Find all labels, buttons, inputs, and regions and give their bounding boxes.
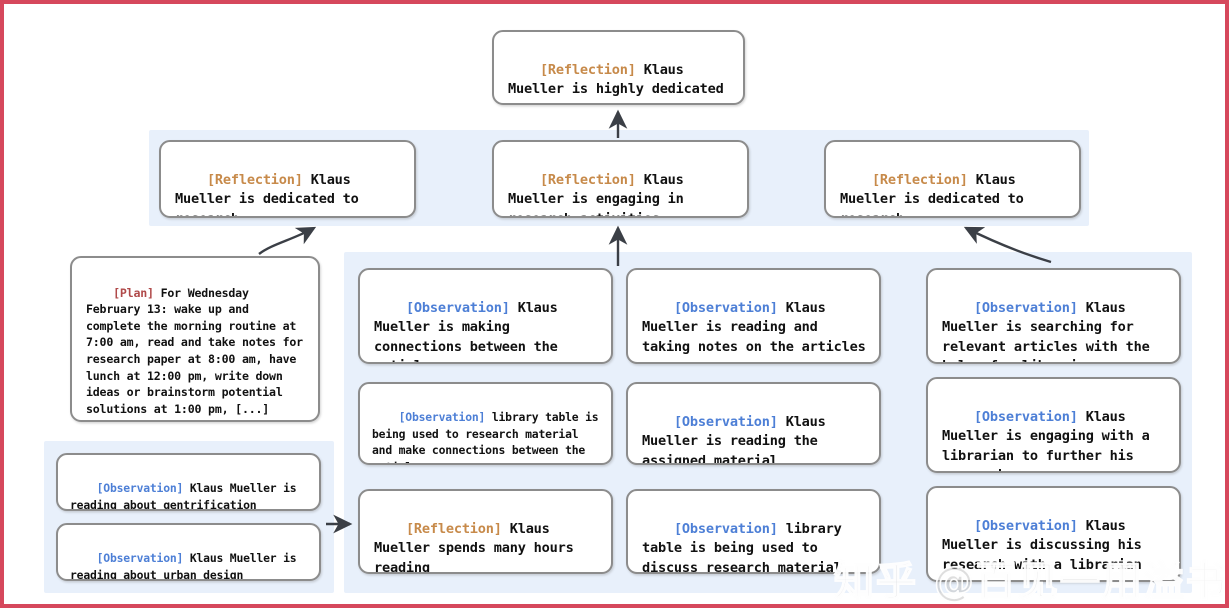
- node-text: library table is being used to discuss r…: [642, 520, 850, 574]
- tag-reflection: [Reflection]: [539, 61, 636, 78]
- tag-observation: [Observation]: [673, 413, 778, 430]
- node-text: Klaus Mueller is reading about gentrific…: [70, 481, 304, 511]
- node-text: Klaus Mueller is discussing his research…: [942, 517, 1150, 573]
- tag-observation: [Observation]: [96, 551, 184, 566]
- node-text: Klaus Mueller is searching for relevant …: [942, 299, 1150, 363]
- tag-observation: [Observation]: [398, 410, 486, 425]
- node-col2-observation-discuss-material[interactable]: [Observation] library table is being use…: [626, 489, 881, 574]
- node-text: Klaus Mueller spends many hours reading: [374, 520, 582, 574]
- node-root-reflection[interactable]: [Reflection] Klaus Mueller is highly ded…: [492, 30, 745, 105]
- tag-observation: [Observation]: [973, 299, 1078, 316]
- tag-reflection: [Reflection]: [871, 171, 968, 188]
- tag-reflection: [Reflection]: [539, 171, 636, 188]
- node-text: Klaus Mueller is reading the assigned ma…: [642, 413, 834, 465]
- node-text: Klaus Mueller is dedicated to research: [840, 171, 1024, 217]
- node-col2-observation-assigned-material[interactable]: [Observation] Klaus Mueller is reading t…: [626, 382, 881, 465]
- tag-reflection: [Reflection]: [206, 171, 303, 188]
- node-text: library table is being used to research …: [372, 410, 599, 463]
- node-observation-gentrification[interactable]: [Observation] Klaus Mueller is reading a…: [56, 453, 321, 511]
- node-text: Klaus Mueller is reading about urban des…: [70, 551, 304, 581]
- node-mid-right-reflection[interactable]: [Reflection] Klaus Mueller is dedicated …: [824, 140, 1081, 218]
- tag-observation: [Observation]: [673, 299, 778, 316]
- node-col1-reflection-hours-reading[interactable]: [Reflection] Klaus Mueller spends many h…: [358, 489, 613, 574]
- tag-observation: [Observation]: [405, 299, 510, 316]
- tag-observation: [Observation]: [673, 520, 778, 537]
- node-text: For Wednesday February 13: wake up and c…: [86, 285, 310, 416]
- node-text: Klaus Mueller is dedicated to research: [175, 171, 359, 217]
- node-text: Klaus Mueller is highly dedicated to res…: [508, 61, 724, 104]
- node-text: Klaus Mueller is engaging with a librari…: [942, 408, 1150, 472]
- watermark: 知乎 @百见一用溢书生: [833, 558, 1229, 605]
- tag-observation: [Observation]: [973, 408, 1078, 425]
- tag-plan: [Plan]: [113, 285, 154, 300]
- node-col2-observation-taking-notes[interactable]: [Observation] Klaus Mueller is reading a…: [626, 268, 881, 364]
- tag-reflection: [Reflection]: [405, 520, 502, 537]
- tag-observation: [Observation]: [96, 481, 184, 496]
- node-col1-observation-library-table[interactable]: [Observation] library table is being use…: [358, 382, 613, 465]
- node-observation-urban-design[interactable]: [Observation] Klaus Mueller is reading a…: [56, 523, 321, 581]
- node-plan[interactable]: [Plan] For Wednesday February 13: wake u…: [70, 256, 320, 422]
- node-col3-observation-engaging-librarian[interactable]: [Observation] Klaus Mueller is engaging …: [926, 377, 1181, 473]
- tag-observation: [Observation]: [973, 517, 1078, 534]
- node-col3-observation-searching-articles[interactable]: [Observation] Klaus Mueller is searching…: [926, 268, 1181, 364]
- node-col3-observation-discussing-research[interactable]: [Observation] Klaus Mueller is discussin…: [926, 486, 1181, 582]
- arrow-plan-to-mid-left: [258, 226, 317, 255]
- node-mid-center-reflection[interactable]: [Reflection] Klaus Mueller is engaging i…: [492, 140, 749, 218]
- node-text: Klaus Mueller is making connections betw…: [374, 299, 558, 363]
- node-text: Klaus Mueller is reading and taking note…: [642, 299, 866, 355]
- node-col1-observation-connections[interactable]: [Observation] Klaus Mueller is making co…: [358, 268, 613, 364]
- node-mid-left-reflection[interactable]: [Reflection] Klaus Mueller is dedicated …: [159, 140, 416, 218]
- node-text: Klaus Mueller is engaging in research ac…: [508, 171, 684, 217]
